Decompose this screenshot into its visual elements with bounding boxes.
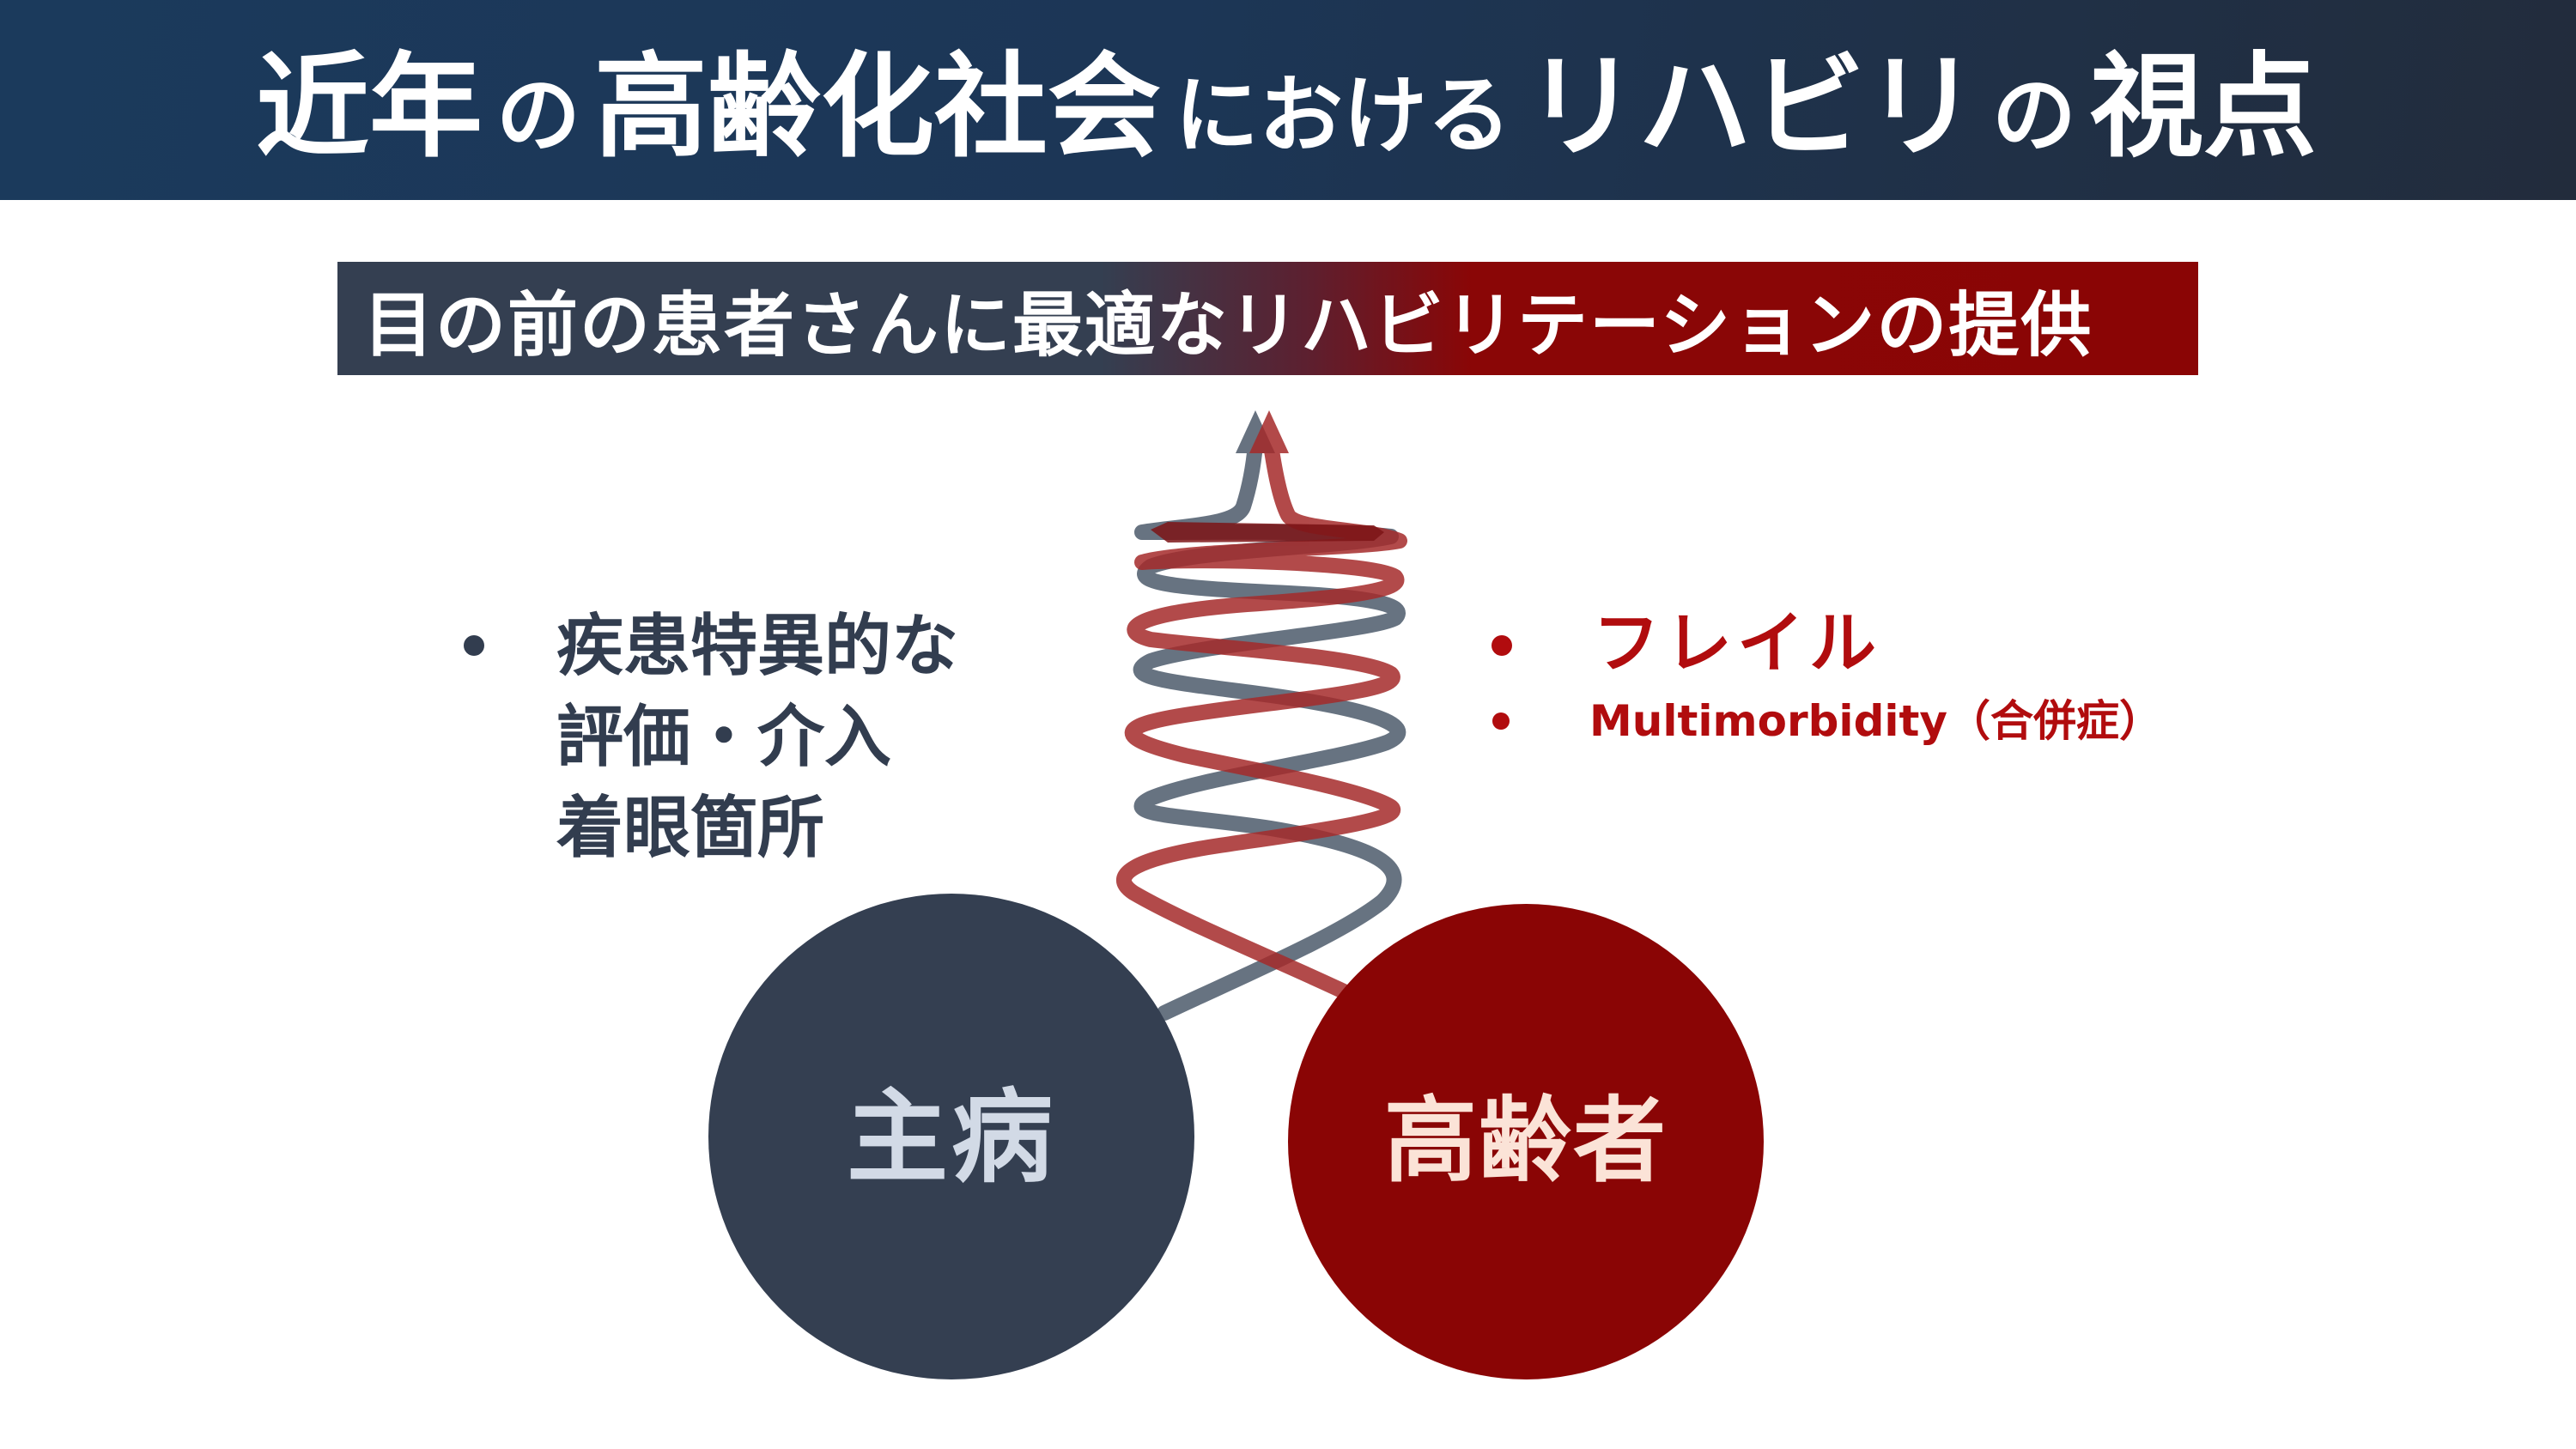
list-item: フレイル xyxy=(1490,601,2162,687)
header-bar: 近年 の 高齢化社会 における リハビリ の 視点 xyxy=(0,0,2576,200)
primary-disease-points: 疾患特異的な 評価・介入 着眼箇所 xyxy=(464,601,958,874)
list-item-text: Multimorbidity（合併症） xyxy=(1589,696,2162,746)
circle-label: 主病 xyxy=(846,1077,1056,1197)
page-title: 近年 の 高齢化社会 における リハビリ の 視点 xyxy=(256,34,2317,180)
list-item: Multimorbidity（合併症） xyxy=(1490,687,2162,755)
list-item-line: 評価・介入 xyxy=(556,699,892,776)
list-item-line: 着眼箇所 xyxy=(556,790,825,867)
goal-banner-text: 目の前の患者さんに最適なリハビリテーションの提供 xyxy=(363,284,2093,367)
goal-banner: 目の前の患者さんに最適なリハビリテーションの提供 xyxy=(337,262,2198,375)
title-part: における xyxy=(1174,67,1511,165)
title-part: 視点 xyxy=(2089,41,2317,173)
primary-disease-circle: 主病 xyxy=(708,894,1194,1379)
list-item: 疾患特異的な 評価・介入 着眼箇所 xyxy=(464,601,958,874)
elderly-circle: 高齢者 xyxy=(1288,904,1764,1379)
title-part: リハビリ xyxy=(1524,41,1978,173)
list-item-text: フレイル xyxy=(1593,605,1882,682)
bullet-icon xyxy=(464,635,484,656)
coil-top-band xyxy=(1151,522,1384,543)
title-part: の xyxy=(495,67,580,165)
gray-strand xyxy=(1133,410,1406,1021)
bullet-icon xyxy=(1492,712,1510,730)
circle-label: 高齢者 xyxy=(1383,1088,1668,1195)
bullet-icon xyxy=(1492,635,1512,656)
title-part: 高齢化社会 xyxy=(593,41,1161,173)
elderly-points: フレイル Multimorbidity（合併症） xyxy=(1490,601,2162,755)
title-part: の xyxy=(1991,67,2076,165)
list-item-line: 疾患特異的な xyxy=(556,608,959,685)
title-part: 近年 xyxy=(256,41,483,173)
red-strand xyxy=(1116,410,1407,999)
